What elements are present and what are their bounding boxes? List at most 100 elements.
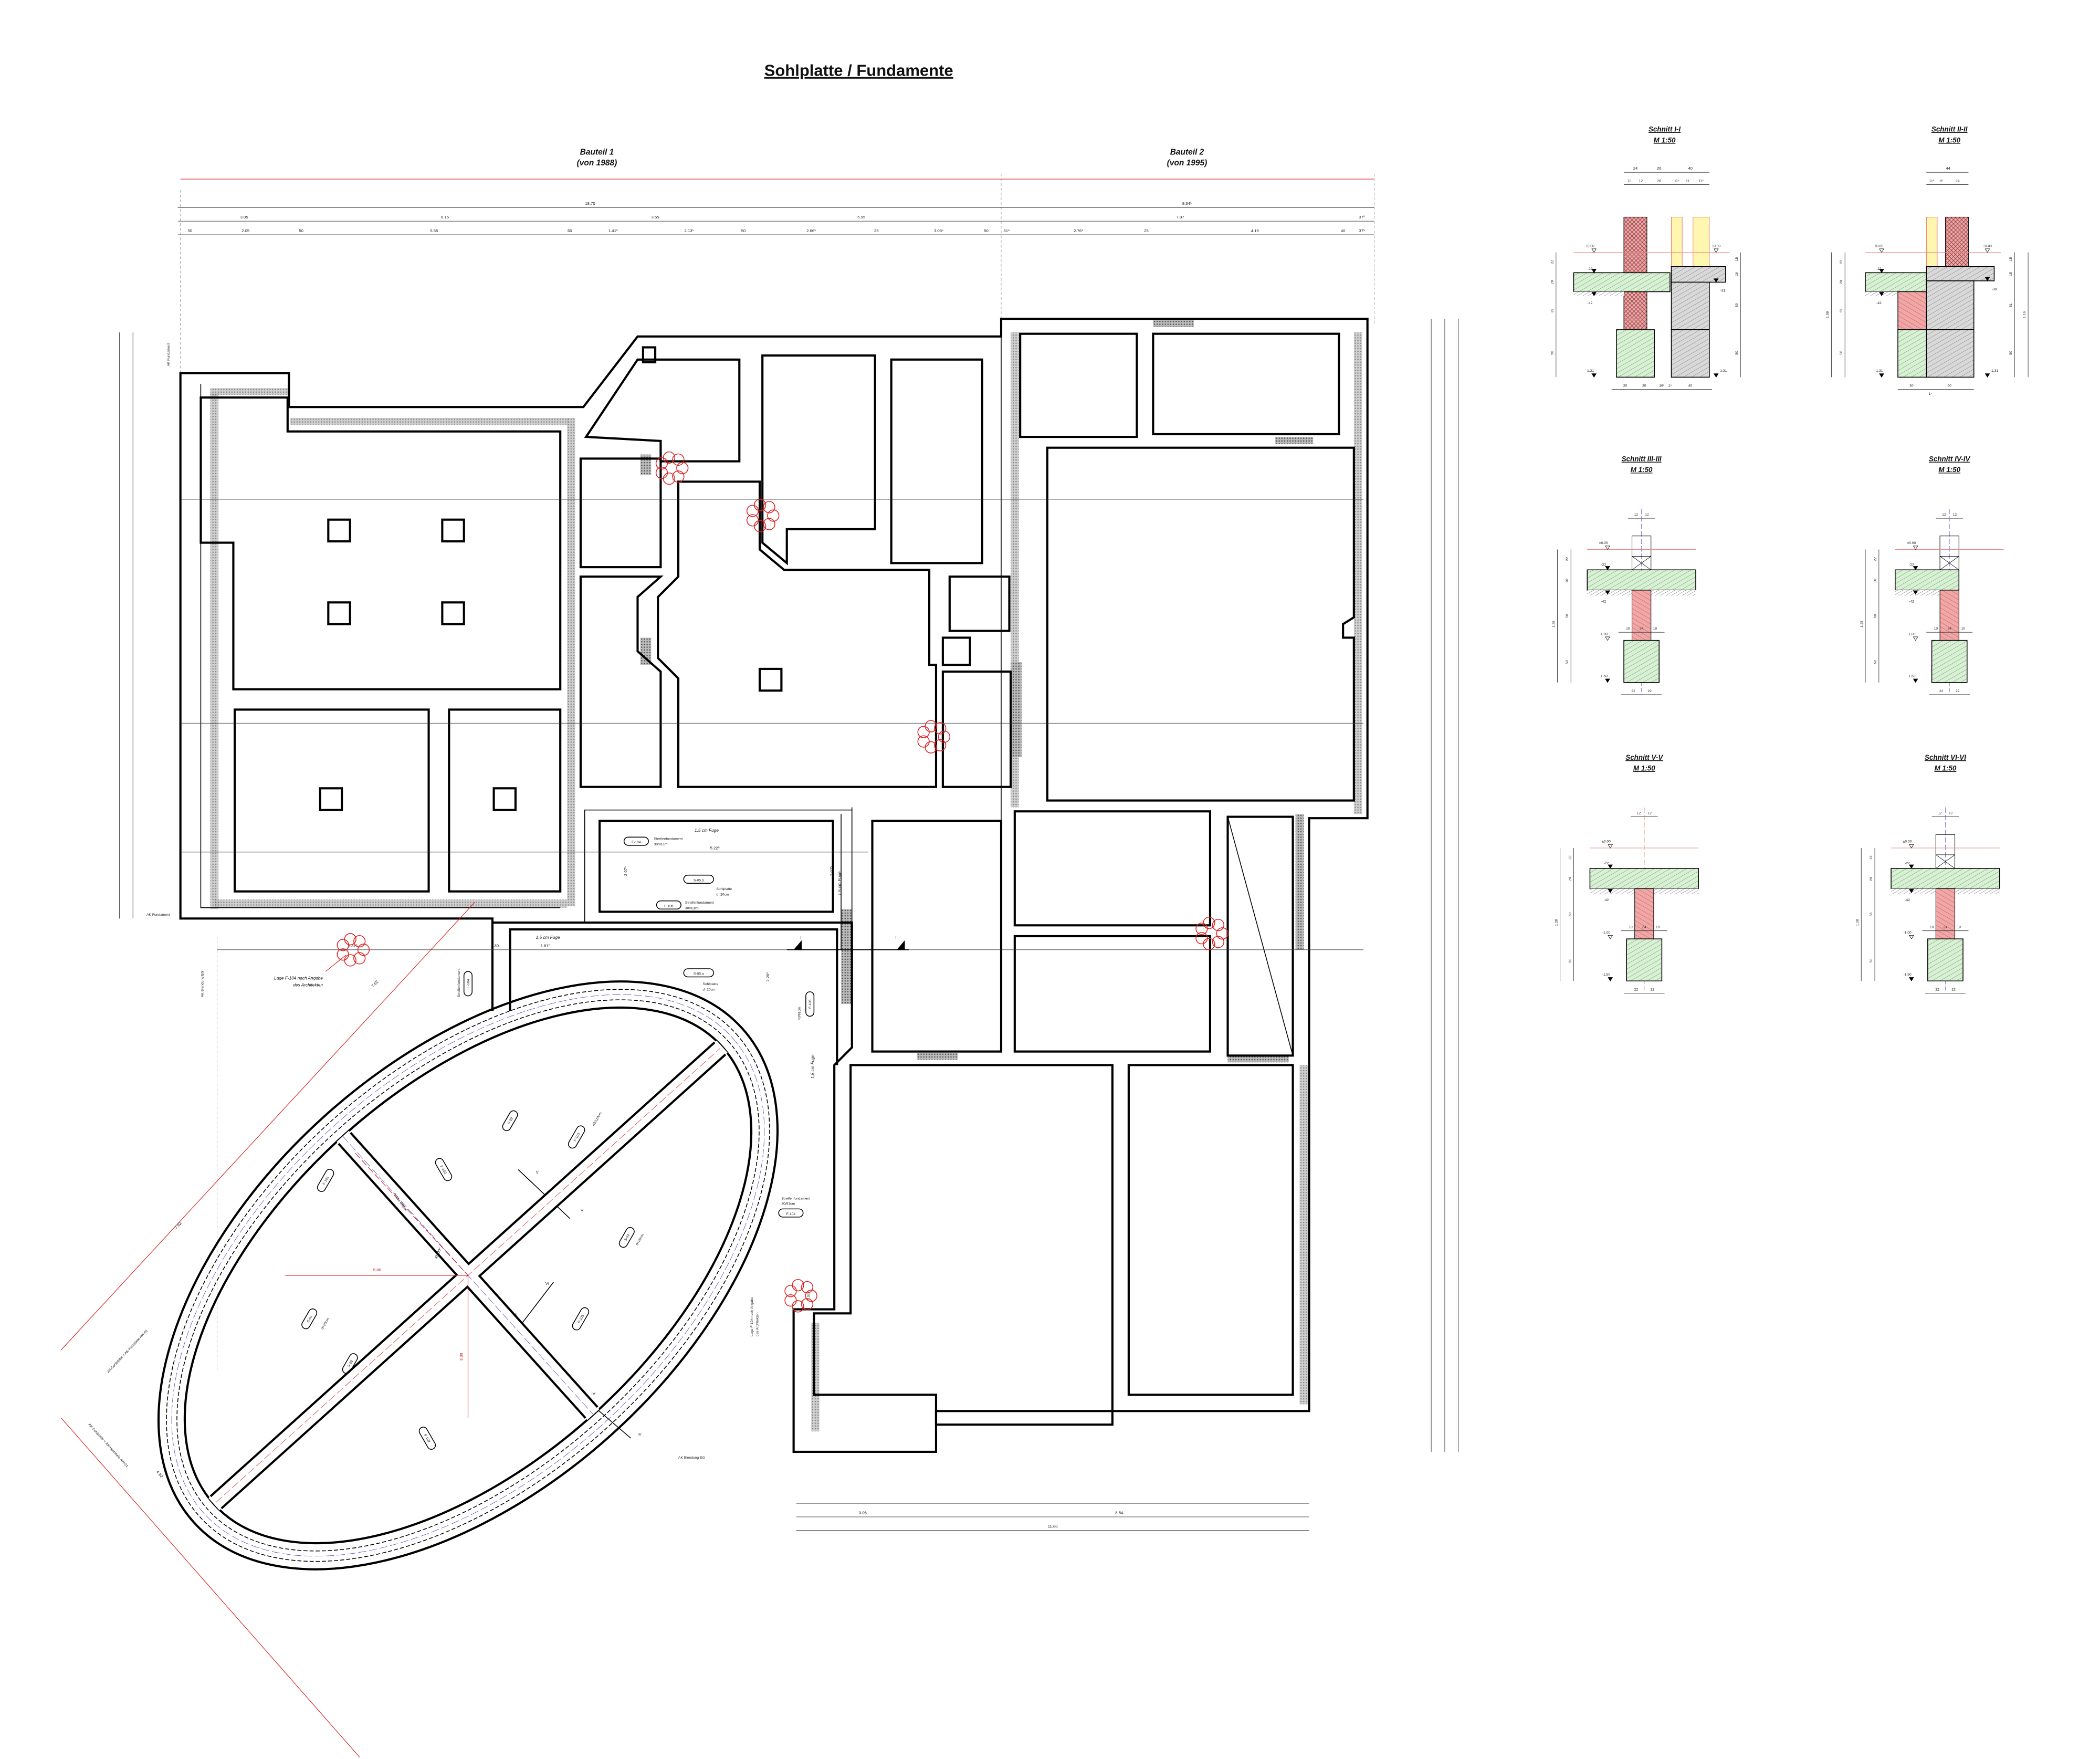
- svg-text:F-104: F-104: [467, 979, 470, 988]
- dimension-text: 22: [1874, 557, 1877, 561]
- cloud-lobe: [663, 451, 676, 464]
- dimension-text: 50: [1551, 351, 1555, 355]
- bauteil-1-label: Bauteil 1: [580, 148, 614, 157]
- dim: 7.97: [1177, 215, 1184, 219]
- dim: 5.22⁵: [710, 846, 720, 851]
- dim: 6.15: [441, 215, 449, 219]
- cloud-lobe: [801, 1298, 814, 1311]
- dim: 40: [1341, 228, 1346, 233]
- dimension-text: 12: [1938, 811, 1942, 815]
- slab-new: [1573, 272, 1671, 292]
- dimension-text: 22: [1631, 689, 1635, 693]
- level-marker-icon: [1591, 373, 1597, 378]
- slab-field: [448, 708, 562, 893]
- dimension-text: 12: [1647, 811, 1652, 815]
- level-marker-icon: [1591, 269, 1597, 274]
- level-marker-icon: [1605, 678, 1610, 683]
- dimension-text: 12: [1634, 513, 1639, 517]
- level-marker-icon: [1713, 373, 1719, 378]
- dimension-text: 10: [1653, 627, 1657, 631]
- dimension-text: 10: [1629, 925, 1633, 929]
- level-marker-icon: [1913, 590, 1918, 595]
- top-dimension-chains: 18.70 8.34⁵ 3.05 6.15 3.55 5.95 7.97 37⁵…: [177, 173, 1374, 373]
- revision-cloud-icon: [784, 1279, 817, 1313]
- note-lage-f104: Lage F-104 nach Angabe: [274, 976, 323, 981]
- dimension-text: 50: [1947, 384, 1951, 388]
- tag-text: Streifenfundament: [685, 901, 714, 905]
- dim-762-b: 7.62: [370, 979, 379, 988]
- note-lage-f104-rot-2: des Architekten: [755, 1312, 759, 1336]
- interior-dimensions: 3.06 8.54 11.60 6.31⁵ 1.81⁵ 30 5.22⁵ 2.0…: [180, 499, 1363, 1531]
- dimension-text: 22: [1935, 988, 1939, 991]
- ak-blendung-label-2: AK Blendung EG: [678, 1456, 705, 1460]
- slab-existing: [1926, 266, 1995, 281]
- dimension-text: 1⁵: [1668, 384, 1672, 388]
- dimension-text: 11⁵: [1698, 179, 1704, 183]
- cloud-lobe: [344, 933, 356, 946]
- dimension-text: 10: [1961, 627, 1965, 631]
- level-label: -22: [1905, 862, 1910, 865]
- cloud-lobe: [672, 470, 685, 483]
- dimension-text: 22: [1951, 988, 1956, 991]
- cloud-lobe: [353, 935, 366, 948]
- side-dimension-lines: AK Fundament AK Fundament AK Blendung EG…: [119, 319, 1459, 1460]
- cut-VI-label: VI: [545, 1281, 549, 1286]
- slab-fields: [200, 332, 1355, 1426]
- dimension-text: 20: [1566, 579, 1569, 583]
- cut-I-label: I: [801, 935, 802, 940]
- dim: 3.03⁵: [934, 228, 943, 233]
- dimension-text: 12: [1637, 811, 1641, 815]
- dimension-text: 1.28: [1860, 621, 1864, 627]
- cloud-lobe: [1212, 936, 1225, 948]
- dim-762: 7.62: [174, 1221, 183, 1230]
- wall-existing: [1671, 281, 1710, 330]
- slab-field: [1013, 810, 1211, 927]
- level-label: -1.50: [1602, 973, 1611, 977]
- dimension-text: 50: [1840, 351, 1843, 355]
- dimension-text: 24: [1944, 925, 1948, 929]
- level-label: -22: [1601, 563, 1606, 567]
- cloud-lobe: [792, 1279, 804, 1292]
- dimension-text: 51: [2009, 303, 2013, 307]
- level-label: -1.50: [1907, 674, 1916, 678]
- dim: 1.81⁵: [541, 944, 550, 948]
- level-marker-icon: [1605, 566, 1610, 571]
- note-lage-f104-2: des Architekten: [293, 983, 323, 988]
- tag-f104: F-104: [463, 971, 473, 997]
- ellipse-foundation: 5.80 3.80 45.00° Achse Ellipse 7.62 7.62…: [60, 902, 779, 1757]
- dimension-text: 30: [1909, 384, 1914, 388]
- revision-cloud-icon: [337, 933, 370, 967]
- tag-f101: F-101: [317, 1169, 334, 1192]
- dimension-text: 22: [1634, 988, 1639, 991]
- dim: 50: [984, 228, 989, 233]
- section-title: Schnitt VI-VI: [1925, 753, 1966, 761]
- dim: 3.05: [240, 215, 248, 219]
- dimension-text: 50: [2009, 351, 2013, 355]
- level-marker-icon: [1879, 292, 1884, 297]
- level-marker-icon: [1879, 373, 1884, 378]
- dimension-text: 40: [1688, 166, 1693, 171]
- dimension-text: 40: [1688, 384, 1693, 388]
- dimension-text: 11: [1686, 179, 1689, 183]
- dimension-text: 12: [1942, 513, 1946, 517]
- tag-f105: F-105: [656, 901, 681, 910]
- slab-new: [1865, 272, 1927, 292]
- level-label: -30: [1992, 288, 1997, 291]
- svg-text:F-103: F-103: [573, 1132, 581, 1142]
- svg-text:F-106: F-106: [808, 999, 812, 1009]
- dimension-text: 1.16: [2023, 311, 2026, 318]
- cloud-lobe: [353, 952, 366, 965]
- bauteil-1-year: (von 1988): [577, 159, 617, 167]
- cut-V-label: V: [536, 1170, 539, 1175]
- cloud-lobe: [672, 453, 685, 466]
- note-fuge: 1,5 cm Fuge: [810, 1054, 815, 1079]
- dim: 3.06: [859, 1511, 867, 1515]
- level-label: -1.31: [1875, 369, 1883, 373]
- tag-f102: F-102: [435, 1158, 453, 1181]
- level-marker-icon: [1713, 248, 1719, 253]
- ak-fundament-label-2: AK Fundament: [146, 913, 170, 917]
- tag-s05b: S-05.b: [683, 874, 714, 884]
- tag-s01: S-01: [301, 1308, 318, 1329]
- slab-field: [761, 354, 876, 566]
- svg-text:F-102: F-102: [439, 1165, 447, 1175]
